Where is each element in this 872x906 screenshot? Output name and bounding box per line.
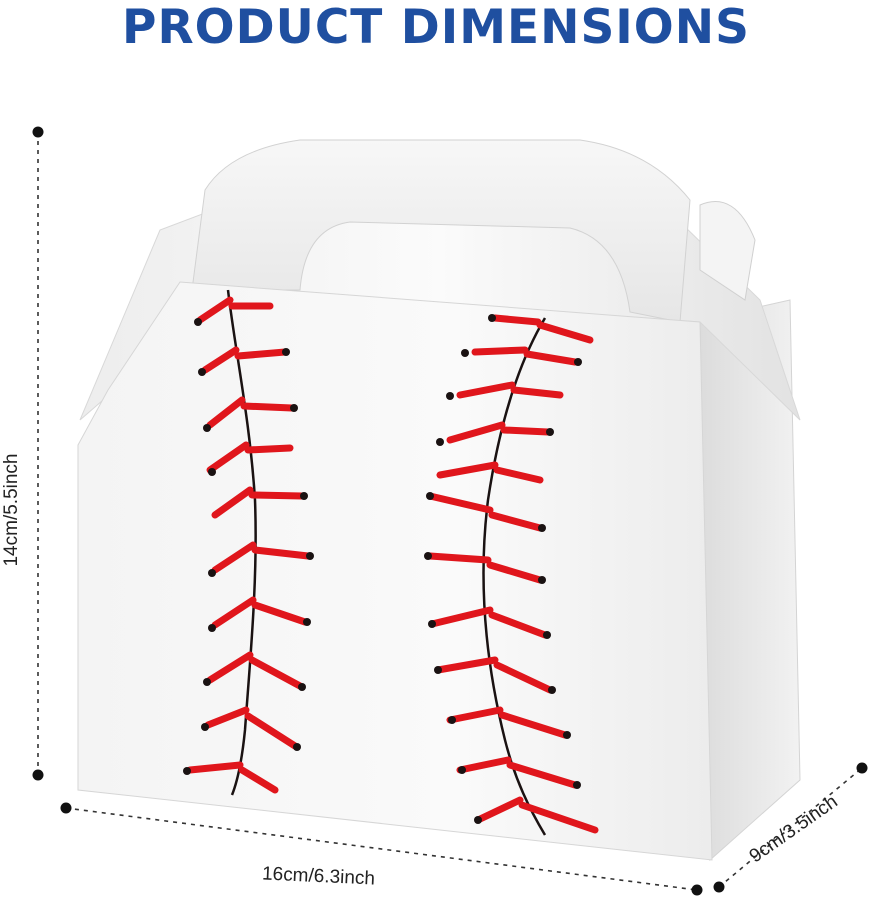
- width-endpoint-left: [60, 802, 72, 814]
- height-endpoint-bottom: [32, 769, 44, 781]
- depth-endpoint-left: [713, 881, 725, 893]
- dimension-guide-width: [65, 807, 698, 891]
- dimension-guide-depth: [718, 767, 863, 888]
- stitches-right: [426, 314, 599, 834]
- box-lid-tab: [699, 201, 756, 301]
- height-label: 14cm/5.5inch: [1, 453, 22, 567]
- box-front-face: [77, 281, 713, 861]
- stitch-tips-right: [424, 314, 582, 824]
- baseball-seam-left: [226, 289, 257, 796]
- box-handle: [191, 139, 691, 323]
- width-endpoint-right: [691, 884, 703, 896]
- stitch-tips-left: [183, 318, 314, 775]
- stitches-left: [186, 296, 312, 794]
- depth-endpoint-right: [856, 762, 868, 774]
- height-endpoint-top: [32, 126, 44, 138]
- page-title: PRODUCT DIMENSIONS: [122, 0, 750, 55]
